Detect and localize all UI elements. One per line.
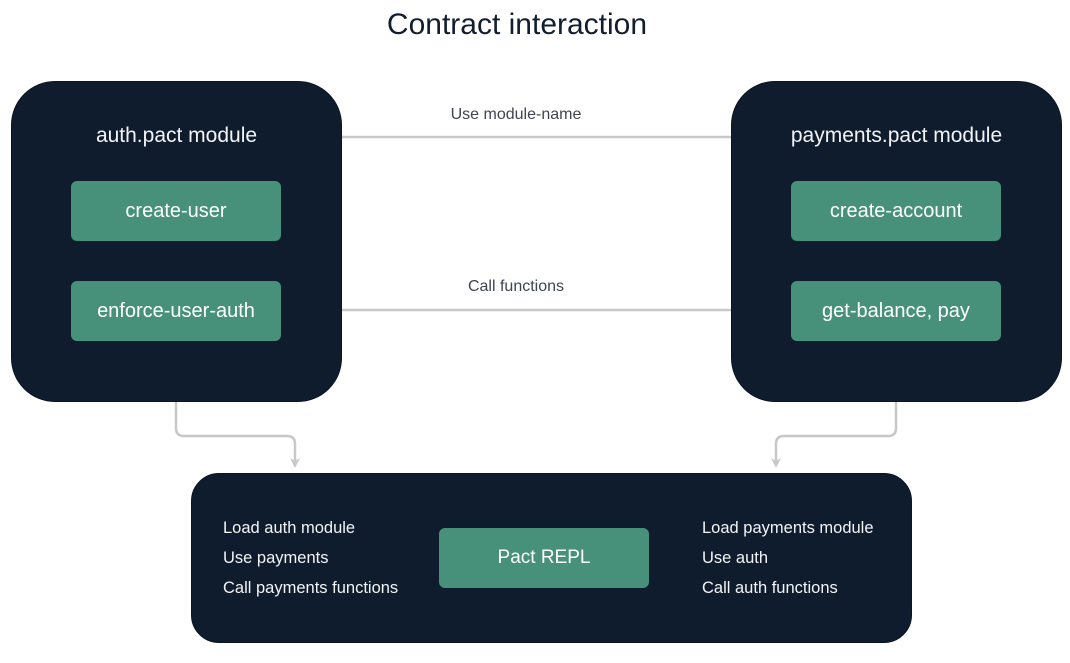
repl-left-steps: Load auth module Use payments Call payme… bbox=[223, 517, 398, 607]
payments-to-repl-connector bbox=[771, 400, 898, 468]
use-auth-step: Use auth bbox=[702, 549, 769, 567]
create-account-function: create-account bbox=[791, 181, 1001, 241]
call-functions-label: Call functions bbox=[467, 278, 565, 295]
load-auth-step: Load auth module bbox=[223, 519, 356, 537]
auth-module-title: auth.pact module bbox=[95, 124, 258, 147]
pact-repl-box: Load auth module Use payments Call payme… bbox=[191, 473, 912, 643]
get-balance-pay-function: get-balance, pay bbox=[791, 281, 1001, 341]
repl-right-steps: Load payments module Use auth Call auth … bbox=[702, 517, 874, 607]
enforce-user-auth-function: enforce-user-auth bbox=[71, 281, 281, 341]
payments-module-box: payments.pact module create-account get-… bbox=[731, 81, 1062, 402]
use-module-name-label: Use module-name bbox=[450, 106, 582, 123]
load-payments-step: Load payments module bbox=[702, 519, 874, 537]
call-auth-step: Call auth functions bbox=[702, 579, 838, 597]
payments-module-title: payments.pact module bbox=[790, 124, 1003, 147]
use-payments-step: Use payments bbox=[223, 549, 329, 567]
call-payments-step: Call payments functions bbox=[223, 579, 399, 597]
diagram-title: Contract interaction bbox=[386, 8, 648, 41]
auth-module-box: auth.pact module create-user enforce-use… bbox=[11, 81, 342, 402]
auth-to-repl-connector bbox=[174, 400, 300, 468]
create-user-function: create-user bbox=[71, 181, 281, 241]
pact-repl-node: Pact REPL bbox=[439, 528, 649, 588]
